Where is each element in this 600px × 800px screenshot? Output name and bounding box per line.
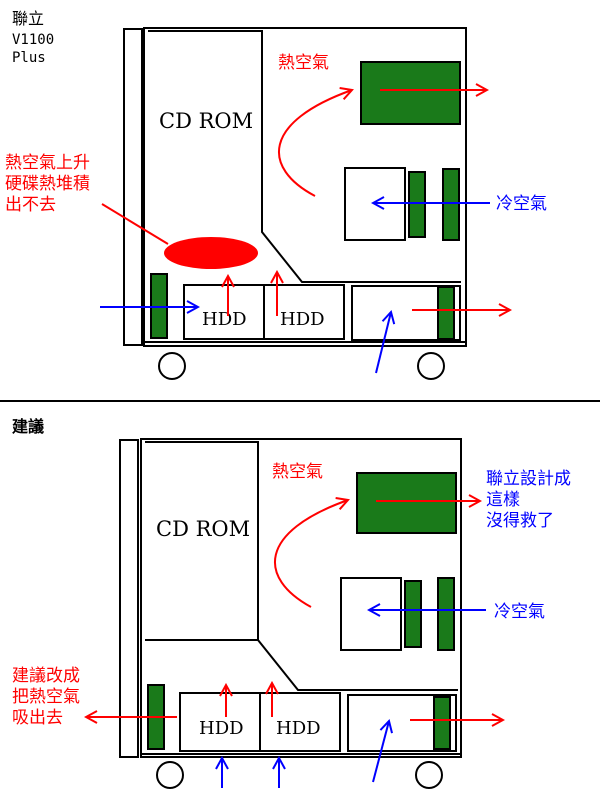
- top-side-panel: [123, 28, 143, 346]
- bottom-psu-board: [433, 696, 451, 750]
- top-psu-intake-arrow: [375, 312, 391, 374]
- top-wheel-right: [417, 352, 445, 380]
- bottom-hdd-left-label: HDD: [199, 718, 244, 739]
- top-heat-note-line1: 熱空氣上升: [5, 153, 90, 173]
- top-wheel-left: [158, 352, 186, 380]
- bottom-wheel-right: [415, 761, 443, 789]
- top-case-outline: [143, 27, 467, 347]
- top-cd-rom-label: CD ROM: [159, 109, 253, 133]
- bottom-case-outline: [140, 438, 462, 758]
- top-hdd-right-label: HDD: [280, 309, 325, 330]
- top-brand-line3: Plus: [12, 50, 46, 66]
- bottom-cold-air-label: 冷空氣: [494, 602, 545, 622]
- bottom-section-title: 建議: [12, 417, 44, 436]
- bottom-cd-rom-label: CD ROM: [156, 517, 250, 541]
- bottom-psu-box: [347, 694, 457, 752]
- bottom-card-1: [404, 580, 422, 648]
- top-card-1: [408, 171, 426, 238]
- bottom-card-2: [437, 577, 455, 651]
- top-heat-blob: [164, 237, 258, 269]
- bottom-cpu-board: [356, 472, 457, 534]
- top-diagram: 聯立 V1100 Plus CD ROM HDD HDD: [5, 9, 547, 380]
- top-card-2: [442, 168, 460, 241]
- top-brand-line1: 聯立: [12, 9, 44, 28]
- bottom-design-note-line3: 沒得救了: [486, 511, 554, 531]
- bottom-diagram: 建議 CD ROM HDD HDD 建議改成 把熱空氣 吸出去 熱空氣 聯立設計…: [12, 417, 571, 789]
- top-hot-air-curve: [278, 90, 352, 197]
- bottom-design-note-line1: 聯立設計成: [486, 469, 571, 489]
- top-cpu-board: [360, 61, 461, 125]
- bottom-side-panel: [119, 439, 139, 758]
- bottom-psu-intake-arrow: [372, 721, 389, 783]
- top-psu-board: [437, 286, 455, 340]
- bottom-design-note-line2: 這樣: [486, 490, 520, 510]
- top-psu-box: [351, 285, 461, 341]
- bottom-cpu-box: [340, 577, 402, 651]
- bottom-wheel-left: [156, 761, 184, 789]
- top-heat-note-pointer: [101, 203, 169, 245]
- bottom-suggest-line2: 把熱空氣: [12, 687, 80, 707]
- bottom-hot-air-curve: [274, 500, 348, 608]
- top-hot-air-label: 熱空氣: [278, 53, 329, 73]
- bottom-hdd-right-label: HDD: [276, 718, 321, 739]
- bottom-suggest-line1: 建議改成: [12, 666, 80, 686]
- top-drive-bay: [148, 30, 461, 283]
- bottom-suggest-line3: 吸出去: [12, 708, 63, 728]
- top-brand-line2: V1100: [12, 32, 54, 48]
- top-cold-air-label: 冷空氣: [496, 194, 547, 214]
- top-hdd-left-label: HDD: [202, 309, 247, 330]
- bottom-hot-air-label: 熱空氣: [272, 462, 323, 482]
- top-heat-note-line3: 出不去: [5, 195, 56, 215]
- top-heat-note-line2: 硬碟熱堆積: [5, 174, 90, 194]
